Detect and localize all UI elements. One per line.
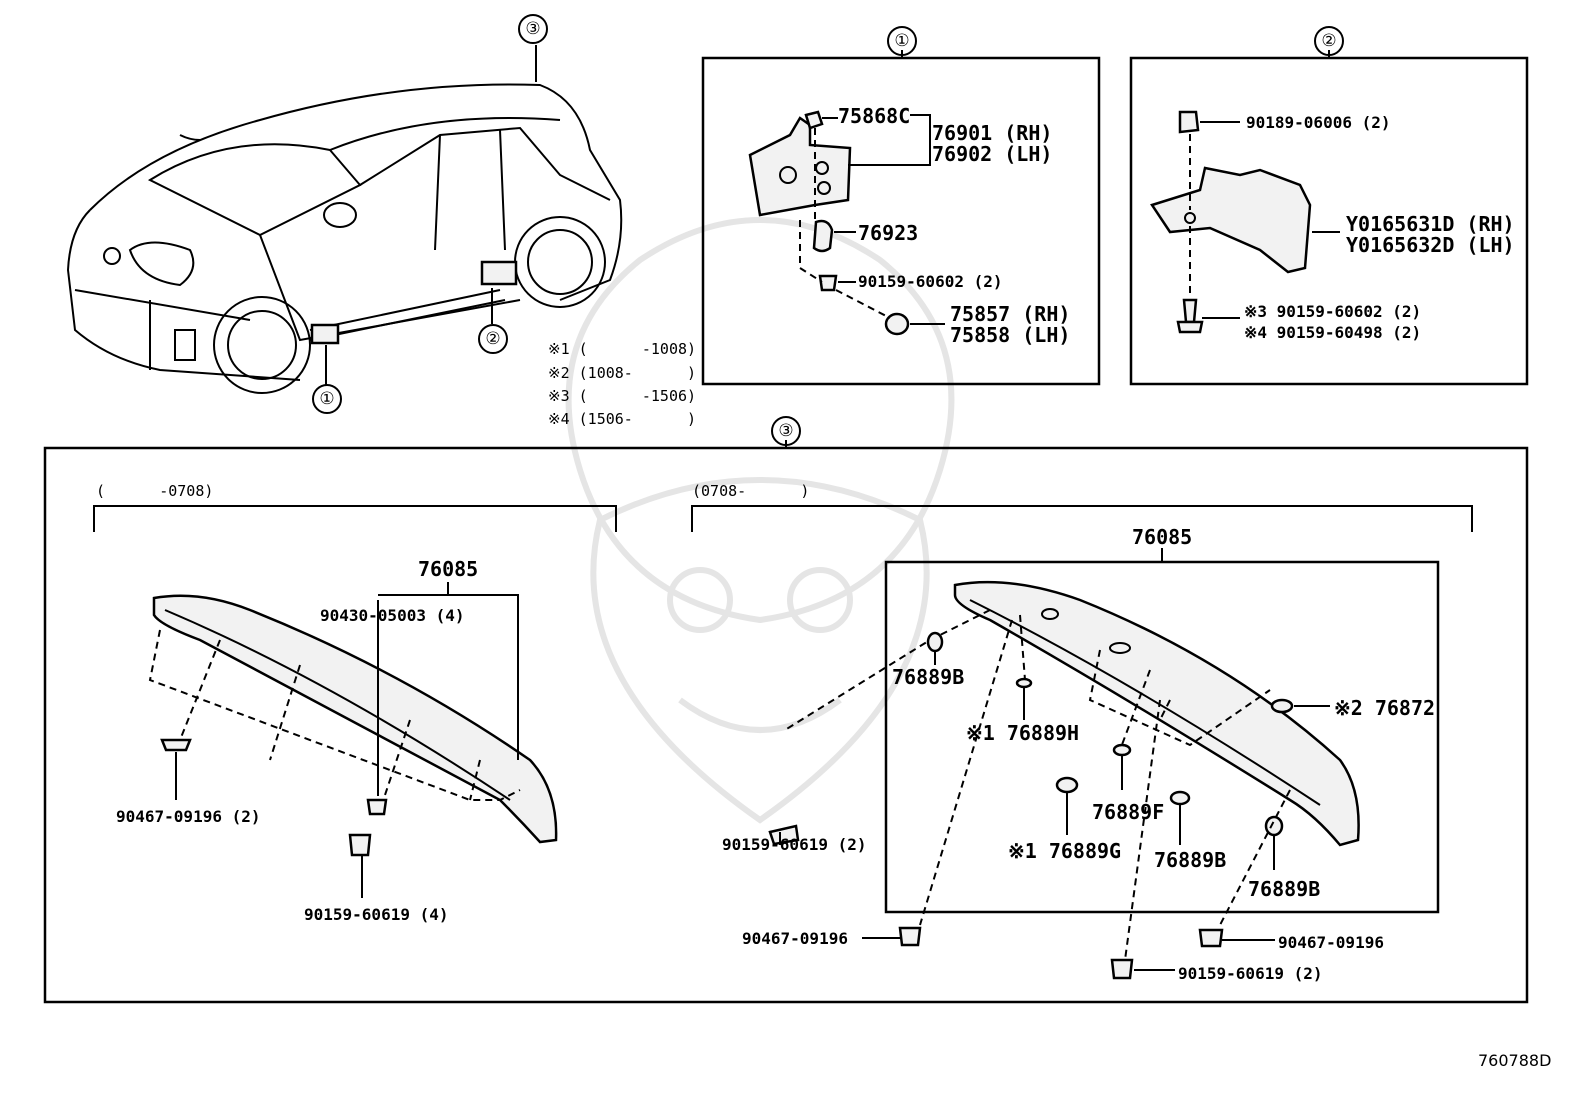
note-4: ※4 (1506- ) [548,410,697,428]
note-1: ※1 ( -1008) [548,340,697,358]
part-label: ※1 76889H [966,721,1080,745]
callout-3-top: ③ [518,14,548,44]
part-label: 76902 (LH) [932,142,1053,166]
part-label: 75868C [838,104,911,128]
panel-1-parts [748,110,945,336]
part-label: 76085 [418,557,479,581]
part-label: 90159-60619 (4) [304,905,449,924]
part-label: 90159-60619 (2) [1178,964,1323,983]
part-label: 75857 (RH) [950,302,1071,326]
part-label: ※2 76872 [1334,696,1436,720]
callout-1-car: ① [312,384,342,414]
callout-2-car: ② [478,324,508,354]
part-label: Y0165631D (RH) [1346,212,1515,236]
part-label: 90430-05003 (4) [320,606,465,625]
part-label: 76889B [1248,877,1321,901]
part-label: 90467-09196 (2) [116,807,261,826]
part-label: 90159-60619 (2) [722,835,867,854]
part-label: ※1 76889G [1008,839,1122,863]
part-label: 90159-60602 (2) [858,272,1003,291]
part-label: ※3 90159-60602 (2) [1244,302,1422,321]
part-label: 76085 [1132,525,1193,549]
part-label: 76923 [858,221,919,245]
vehicle-overview [66,83,623,394]
panel-2-parts [1150,110,1340,334]
panel-2-title: ② [1314,26,1344,56]
range-right: (0708- ) [692,482,810,500]
spoiler-left [148,582,558,898]
part-label: Y0165632D (LH) [1346,233,1515,257]
diagram-id: 760788D [1478,1051,1552,1070]
watermark-emblem [565,217,955,824]
part-label: 76889B [892,665,965,689]
part-label: ※4 90159-60498 (2) [1244,323,1422,342]
part-label: 76889B [1154,848,1227,872]
range-left: ( -0708) [96,482,214,500]
spoiler-right [768,580,1360,980]
part-label: 90467-09196 [1278,933,1384,952]
note-3: ※3 ( -1506) [548,387,697,405]
part-label: 76901 (RH) [932,121,1053,145]
panel-3-title: ③ [771,416,801,446]
part-label: 75858 (LH) [950,323,1071,347]
part-label: 76889F [1092,800,1165,824]
part-label: 90189-06006 (2) [1246,113,1391,132]
panel-1-title: ① [887,26,917,56]
part-label: 90467-09196 [742,929,848,948]
note-2: ※2 (1008- ) [548,364,697,382]
